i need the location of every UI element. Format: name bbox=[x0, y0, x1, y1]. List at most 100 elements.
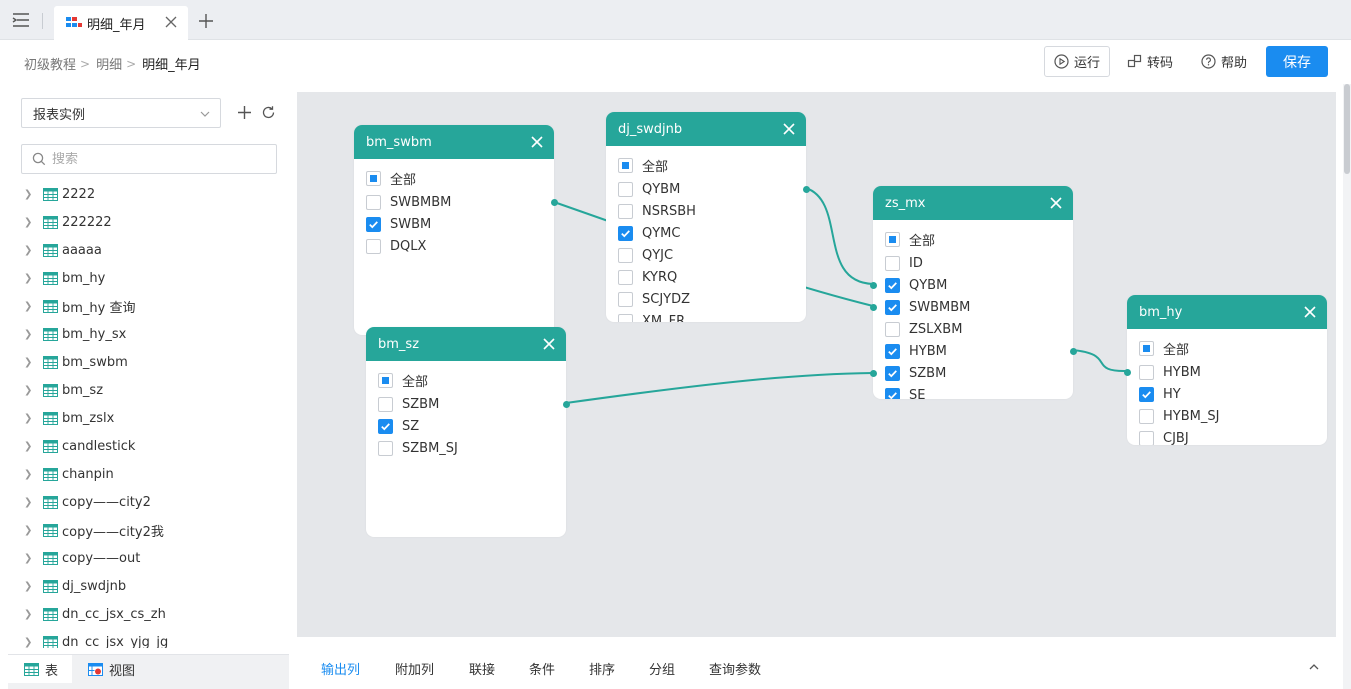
chevron-right-icon[interactable]: ❯ bbox=[24, 356, 33, 368]
field-row[interactable]: CJBJ bbox=[1127, 427, 1327, 445]
chevron-right-icon[interactable]: ❯ bbox=[24, 328, 33, 340]
join-port[interactable] bbox=[869, 281, 877, 289]
chevron-right-icon[interactable]: ❯ bbox=[24, 552, 33, 564]
tree-item[interactable]: ❯dn_cc_jsx_cs_zh bbox=[8, 600, 289, 628]
tab-views[interactable]: 视图 bbox=[72, 655, 143, 683]
close-icon[interactable] bbox=[542, 337, 556, 351]
field-row[interactable]: QYBM bbox=[873, 274, 1073, 296]
close-icon[interactable] bbox=[782, 122, 796, 136]
field-checkbox[interactable] bbox=[885, 365, 900, 381]
table-node-header[interactable]: bm_swbm bbox=[354, 125, 554, 159]
table-node-header[interactable]: bm_sz bbox=[366, 327, 566, 361]
breadcrumb-item[interactable]: 初级教程 bbox=[24, 58, 77, 73]
select-all-row[interactable]: 全部 bbox=[873, 226, 1073, 252]
select-all-checkbox[interactable] bbox=[366, 170, 381, 186]
select-all-checkbox[interactable] bbox=[378, 372, 393, 388]
field-row[interactable]: HY bbox=[1127, 383, 1327, 405]
bottom-tab[interactable]: 排序 bbox=[589, 663, 616, 678]
tree-item[interactable]: ❯bm_hy bbox=[8, 264, 289, 292]
join-port[interactable] bbox=[562, 400, 570, 408]
save-button[interactable]: 保存 bbox=[1266, 46, 1328, 77]
field-row[interactable]: DQLX bbox=[354, 235, 554, 257]
chevron-right-icon[interactable]: ❯ bbox=[24, 188, 33, 200]
field-row[interactable]: SZBM bbox=[366, 393, 566, 415]
transcode-button[interactable]: 转码 bbox=[1127, 46, 1173, 77]
field-checkbox[interactable] bbox=[618, 291, 633, 307]
field-row[interactable]: HYBM bbox=[873, 340, 1073, 362]
field-row[interactable]: SZBM bbox=[873, 362, 1073, 384]
join-port[interactable] bbox=[1069, 347, 1077, 355]
tree-item[interactable]: ❯chanpin bbox=[8, 460, 289, 488]
datasource-select[interactable]: 报表实例 bbox=[21, 98, 221, 128]
field-row[interactable]: SWBM bbox=[354, 213, 554, 235]
field-checkbox[interactable] bbox=[885, 299, 900, 315]
join-port[interactable] bbox=[869, 369, 877, 377]
close-icon[interactable] bbox=[530, 135, 544, 149]
tree-item[interactable]: ❯bm_hy_sx bbox=[8, 320, 289, 348]
chevron-right-icon[interactable]: ❯ bbox=[24, 440, 33, 452]
field-checkbox[interactable] bbox=[378, 440, 393, 456]
tree-item[interactable]: ❯dj_swdjnb bbox=[8, 572, 289, 600]
refresh-icon[interactable] bbox=[261, 105, 276, 120]
tab-tables[interactable]: 表 bbox=[8, 655, 72, 683]
bottom-tab[interactable]: 查询参数 bbox=[709, 663, 762, 678]
field-checkbox[interactable] bbox=[618, 203, 633, 219]
field-row[interactable]: SE bbox=[873, 384, 1073, 399]
field-checkbox[interactable] bbox=[885, 255, 900, 271]
field-row[interactable]: SCJYDZ bbox=[606, 288, 806, 310]
field-row[interactable]: XM_FR bbox=[606, 310, 806, 322]
chevron-right-icon[interactable]: ❯ bbox=[24, 524, 33, 536]
add-tab-icon[interactable] bbox=[198, 13, 214, 29]
field-row[interactable]: NSRSBH bbox=[606, 200, 806, 222]
tree-item[interactable]: ❯dn_cc_jsx_yjg_jg bbox=[8, 628, 289, 648]
bottom-tab[interactable]: 条件 bbox=[529, 663, 556, 678]
field-checkbox[interactable] bbox=[366, 216, 381, 232]
bottom-tab[interactable]: 附加列 bbox=[395, 663, 435, 678]
field-checkbox[interactable] bbox=[378, 418, 393, 434]
chevron-right-icon[interactable]: ❯ bbox=[24, 244, 33, 256]
search-input[interactable] bbox=[52, 151, 262, 167]
select-all-row[interactable]: 全部 bbox=[1127, 335, 1327, 361]
join-port[interactable] bbox=[1123, 368, 1131, 376]
tree-item[interactable]: ❯222222 bbox=[8, 208, 289, 236]
select-all-row[interactable]: 全部 bbox=[366, 367, 566, 393]
chevron-right-icon[interactable]: ❯ bbox=[24, 468, 33, 480]
tree-item[interactable]: ❯copy——out bbox=[8, 544, 289, 572]
tree-item[interactable]: ❯2222 bbox=[8, 180, 289, 208]
tree-item[interactable]: ❯bm_hy 查询 bbox=[8, 292, 289, 320]
chevron-right-icon[interactable]: ❯ bbox=[24, 608, 33, 620]
field-row[interactable]: QYJC bbox=[606, 244, 806, 266]
field-row[interactable]: SWBMBM bbox=[354, 191, 554, 213]
select-all-checkbox[interactable] bbox=[885, 231, 900, 247]
add-icon[interactable] bbox=[237, 105, 252, 120]
chevron-right-icon[interactable]: ❯ bbox=[24, 636, 33, 648]
field-checkbox[interactable] bbox=[618, 313, 633, 322]
field-checkbox[interactable] bbox=[618, 269, 633, 285]
scrollbar[interactable] bbox=[1343, 84, 1351, 689]
field-checkbox[interactable] bbox=[885, 321, 900, 337]
field-checkbox[interactable] bbox=[378, 396, 393, 412]
field-checkbox[interactable] bbox=[1139, 408, 1154, 424]
field-checkbox[interactable] bbox=[618, 247, 633, 263]
tree-item[interactable]: ❯bm_zslx bbox=[8, 404, 289, 432]
bottom-tab[interactable]: 分组 bbox=[649, 663, 676, 678]
select-all-row[interactable]: 全部 bbox=[354, 165, 554, 191]
field-checkbox[interactable] bbox=[885, 343, 900, 359]
chevron-right-icon[interactable]: ❯ bbox=[24, 300, 33, 312]
table-node-header[interactable]: zs_mx bbox=[873, 186, 1073, 220]
field-row[interactable]: SZ bbox=[366, 415, 566, 437]
field-row[interactable]: QYMC bbox=[606, 222, 806, 244]
tab-active[interactable]: 明细_年月 bbox=[54, 6, 188, 40]
field-checkbox[interactable] bbox=[1139, 430, 1154, 445]
table-node-header[interactable]: dj_swdjnb bbox=[606, 112, 806, 146]
field-row[interactable]: HYBM bbox=[1127, 361, 1327, 383]
chevron-right-icon[interactable]: ❯ bbox=[24, 580, 33, 592]
field-checkbox[interactable] bbox=[366, 194, 381, 210]
menu-toggle-icon[interactable] bbox=[12, 12, 30, 28]
tree-item[interactable]: ❯bm_sz bbox=[8, 376, 289, 404]
field-row[interactable]: HYBM_SJ bbox=[1127, 405, 1327, 427]
